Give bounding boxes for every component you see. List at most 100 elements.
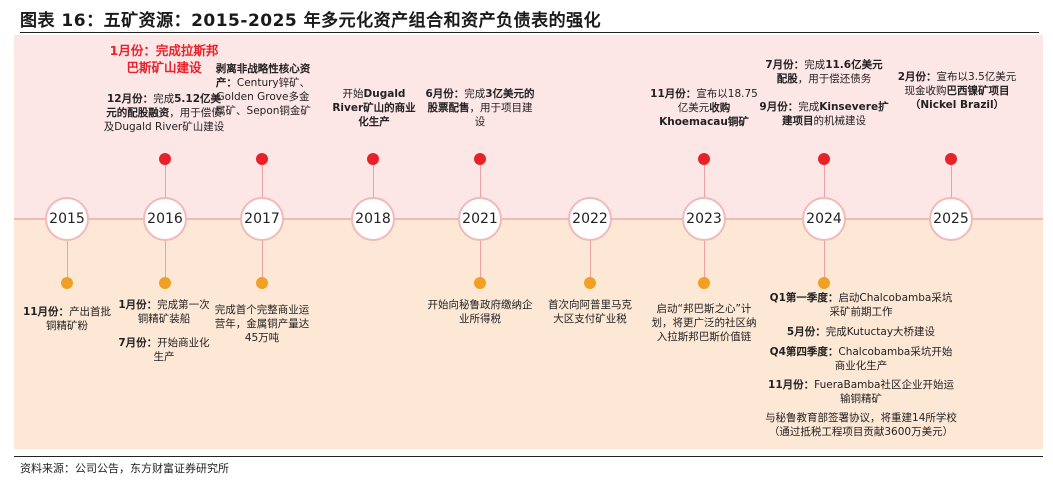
event-2016-above: 12月份：完成5.12亿美元的配股融资，用于偿债及Dugald River矿山建… bbox=[102, 92, 226, 134]
year-node-2018: 2018 bbox=[351, 197, 395, 241]
event-2016-below-jan-month: 1月份： bbox=[118, 299, 158, 311]
event-dot-2017-above bbox=[256, 153, 268, 165]
event-2017-above: 剥离非战略性核心资产：Century锌矿、Golden Grove多金属矿、Se… bbox=[212, 62, 314, 118]
event-2024-below-q1-text: 启动Chalcobamba采坑采矿前期工作 bbox=[829, 292, 953, 318]
year-node-2024: 2024 bbox=[802, 197, 846, 241]
event-2016-below-jul-month: 7月份： bbox=[118, 337, 158, 349]
event-2016-highlight: 1月份：完成拉斯邦巴斯矿山建设 bbox=[109, 43, 219, 75]
year-node-2016: 2016 bbox=[143, 197, 187, 241]
source-rule bbox=[14, 456, 1043, 457]
event-2025-above-key: 巴西镍矿项目（Nickel Brazil） bbox=[909, 85, 1010, 111]
event-2024-above-jul: 7月份：完成11.6亿美元配股，用于偿还债务 bbox=[762, 58, 886, 86]
event-2021-above-tail: ，用于项目建设 bbox=[469, 102, 533, 128]
event-2016-below-jul-text: 开始商业化生产 bbox=[153, 337, 210, 363]
stem-2017-up bbox=[262, 160, 263, 198]
timeline-axis bbox=[14, 218, 1043, 220]
event-2025-above: 2月份：宣布以3.5亿美元现金收购巴西镍矿项目（Nickel Brazil） bbox=[896, 70, 1018, 112]
event-2016-above-text: 完成 bbox=[153, 93, 175, 105]
event-2025-above-month: 2月份： bbox=[897, 71, 937, 83]
event-2016-below-jan: 1月份：完成第一次铜精矿装船 bbox=[118, 298, 210, 326]
event-2024-below-q4: Q4第四季度：Chalcobamba采坑开始商业化生产 bbox=[766, 345, 956, 373]
source-note: 资料来源：公司公告，东方财富证券研究所 bbox=[20, 462, 229, 475]
event-2017-below: 完成首个完整商业运营年，金属铜产量达45万吨 bbox=[214, 304, 310, 344]
event-2023-above-key: 收购Khoemacau铜矿 bbox=[659, 102, 749, 128]
event-2016-below-jul: 7月份：开始商业化生产 bbox=[118, 336, 210, 364]
event-2016-above-key: 5.12亿美元的配股融资 bbox=[106, 93, 222, 119]
event-2022-below: 首次向阿普里马克大区支付矿业税 bbox=[548, 299, 632, 325]
event-2024-below-q4-label: Q4第四季度： bbox=[769, 346, 839, 358]
event-dot-2022-below bbox=[584, 277, 596, 289]
event-2024-above-jul-month: 7月份： bbox=[765, 59, 805, 71]
event-2016-above-month: 12月份： bbox=[106, 93, 154, 105]
event-2016-above-tail: ，用于偿债及Dugald River矿山建设 bbox=[103, 107, 225, 133]
event-2024-above-sep-text: 完成 bbox=[798, 101, 820, 113]
event-2021-above-text: 完成 bbox=[464, 88, 486, 100]
event-2024-below-nov-label: 11月份： bbox=[768, 379, 815, 391]
event-2021-above-key: 3亿美元的股票配售 bbox=[427, 88, 535, 114]
event-2021-above-month: 6月份： bbox=[425, 88, 465, 100]
event-dot-2024-above bbox=[818, 153, 830, 165]
event-2024-above-sep-month: 9月份： bbox=[759, 101, 799, 113]
event-2024-above-sep: 9月份：完成Kinsevere扩建项目的机械建设 bbox=[756, 100, 892, 128]
stem-2021-up bbox=[480, 160, 481, 198]
event-2021-below: 开始向秘鲁政府缴纳企业所得税 bbox=[427, 299, 533, 325]
year-node-2023: 2023 bbox=[682, 197, 726, 241]
event-2015-below-month: 11月份： bbox=[22, 306, 70, 318]
stem-2024-down bbox=[824, 240, 825, 282]
event-2017-above-text: Century锌矿、Golden Grove多金属矿、Sepon铜金矿 bbox=[215, 77, 311, 117]
event-2023-above-month: 11月份： bbox=[650, 88, 697, 100]
event-2024-below-nov-text: FueraBamba社区企业开始运输铜精矿 bbox=[814, 379, 954, 405]
event-2024-below-may: 5月份：完成Kutuctay大桥建设 bbox=[766, 325, 956, 339]
event-2024-below-nov: 11月份：FueraBamba社区企业开始运输铜精矿 bbox=[766, 378, 956, 406]
event-dot-2016-above bbox=[159, 153, 171, 165]
title-rule bbox=[20, 32, 1039, 33]
stem-2023-down bbox=[704, 240, 705, 282]
event-2018-above-key: Dugald River矿山的商业化生产 bbox=[332, 88, 416, 128]
event-2024-below-q1-label: Q1第一季度： bbox=[769, 292, 839, 304]
stem-2015-down bbox=[67, 240, 68, 282]
stem-2024-up bbox=[824, 160, 825, 198]
event-2018-above: 开始Dugald River矿山的商业化生产 bbox=[330, 87, 418, 129]
event-2024-above-jul-key: 11.6亿美元配股 bbox=[776, 59, 883, 85]
event-2024-below-q4-text: Chalcobamba采坑开始商业化生产 bbox=[834, 346, 953, 372]
year-node-2017: 2017 bbox=[240, 197, 284, 241]
event-dot-2021-below bbox=[474, 277, 486, 289]
stem-2018-up bbox=[373, 160, 374, 198]
event-dot-2015-below bbox=[61, 277, 73, 289]
upper-band bbox=[14, 35, 1043, 218]
lower-band bbox=[14, 218, 1043, 449]
event-2025-above-text: 宣布以3.5亿美元现金收购 bbox=[904, 71, 1017, 97]
event-2018-above-text: 开始 bbox=[342, 88, 364, 100]
stem-2017-down bbox=[262, 240, 263, 282]
event-dot-2018-above bbox=[367, 153, 379, 165]
event-2024-below-q1: Q1第一季度：启动Chalcobamba采坑采矿前期工作 bbox=[766, 291, 956, 319]
stem-2023-up bbox=[704, 160, 705, 198]
event-dot-2021-above bbox=[474, 153, 486, 165]
event-2021-above: 6月份：完成3亿美元的股票配售，用于项目建设 bbox=[425, 87, 535, 129]
event-2024-above-sep-key: Kinsevere扩建项目 bbox=[782, 101, 889, 127]
event-dot-2025-above bbox=[945, 153, 957, 165]
stem-2022-down bbox=[590, 240, 591, 282]
event-dot-2017-below bbox=[256, 277, 268, 289]
event-2023-below: 启动“邦巴斯之心”计划，将更广泛的社区纳入拉斯邦巴斯价值链 bbox=[651, 303, 757, 343]
event-dot-2023-above bbox=[698, 153, 710, 165]
stem-2016-up bbox=[165, 160, 166, 198]
event-2016-below-jan-text: 完成第一次铜精矿装船 bbox=[137, 299, 210, 325]
event-dot-2024-below bbox=[818, 277, 830, 289]
stem-2025-up bbox=[951, 160, 952, 198]
year-node-2021: 2021 bbox=[458, 197, 502, 241]
event-dot-2023-below bbox=[698, 277, 710, 289]
event-2024-above-jul-text: 完成 bbox=[804, 59, 826, 71]
event-2023-above-text: 宣布以18.75亿美元 bbox=[677, 88, 758, 114]
event-2024-below-may-label: 5月份： bbox=[786, 326, 826, 338]
event-2024-below-school: 与秘鲁教育部签署协议，将重建14所学校（通过抵税工程项目贡献3600万美元） bbox=[765, 412, 957, 438]
event-2024-below-may-text: 完成Kutuctay大桥建设 bbox=[825, 326, 936, 338]
stem-2021-down bbox=[480, 240, 481, 282]
event-2024-above-sep-tail: 的机械建设 bbox=[813, 115, 867, 127]
event-2015-below-text: 产出首批铜精矿粉 bbox=[46, 306, 112, 332]
figure-title: 图表 16：五矿资源：2015-2025 年多元化资产组合和资产负债表的强化 bbox=[20, 11, 602, 31]
event-2024-above-jul-tail: ，用于偿还债务 bbox=[797, 73, 872, 85]
event-2023-above: 11月份：宣布以18.75亿美元收购Khoemacau铜矿 bbox=[648, 87, 760, 129]
year-node-2025: 2025 bbox=[929, 197, 973, 241]
event-2017-above-key: 剥离非战略性核心资产： bbox=[215, 63, 311, 89]
